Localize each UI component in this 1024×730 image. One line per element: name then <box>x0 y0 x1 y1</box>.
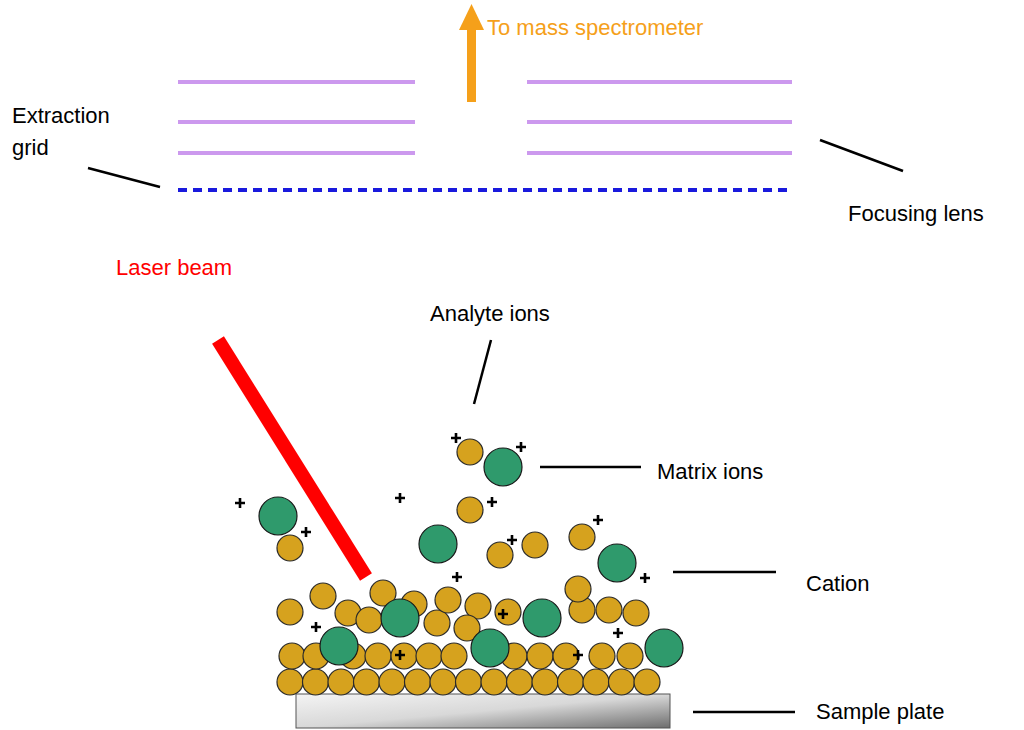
matrix-crystal <box>277 535 303 561</box>
matrix-crystal <box>583 669 609 695</box>
matrix-crystal <box>328 669 354 695</box>
matrix-crystal <box>487 542 513 568</box>
part-label: Sample plate <box>816 696 944 728</box>
matrix-crystal <box>457 439 483 465</box>
beam-label: Laser beam <box>116 252 232 284</box>
matrix-crystal <box>565 576 591 602</box>
charge-sign <box>593 515 603 525</box>
matrix-crystal <box>430 669 456 695</box>
analyte-molecule <box>419 525 457 563</box>
matrix-crystal <box>456 669 482 695</box>
label-holder: Sample plate <box>816 696 944 728</box>
analyte-molecule <box>598 544 636 582</box>
analyte-molecule <box>645 629 683 667</box>
matrix-crystal <box>507 669 533 695</box>
matrix-crystal <box>435 587 461 613</box>
matrix-crystal <box>354 669 380 695</box>
analyte-molecule <box>484 448 522 486</box>
matrix-crystal <box>365 643 391 669</box>
charge-sign <box>311 622 321 632</box>
charge-sign <box>487 497 497 507</box>
matrix-crystal <box>617 643 643 669</box>
charge-sign <box>613 628 623 638</box>
part-label: Cation <box>806 568 870 600</box>
beam-label: To mass spectrometer <box>487 12 703 44</box>
charge-sign <box>395 493 405 503</box>
matrix-crystal <box>495 599 521 625</box>
part-label: Analyte ions <box>430 298 550 330</box>
matrix-crystal <box>589 643 615 669</box>
charge-sign <box>451 433 461 443</box>
label-holder: Focusing lens <box>848 198 984 230</box>
charge-sign <box>235 498 245 508</box>
label-holder: Extraction grid <box>12 100 152 164</box>
charge-sign <box>452 572 462 582</box>
matrix-crystal <box>522 532 548 558</box>
analyte-molecule <box>320 627 358 665</box>
matrix-crystal <box>441 643 467 669</box>
label-holder: To mass spectrometer <box>487 12 703 44</box>
charge-sign <box>301 527 311 537</box>
matrix-crystal <box>569 524 595 550</box>
label-holder: Analyte ions <box>430 298 550 330</box>
leader-lines <box>88 140 903 712</box>
matrix-crystal <box>623 600 649 626</box>
matrix-analyte-crystals <box>259 439 683 695</box>
matrix-crystal <box>303 669 329 695</box>
matrix-crystal <box>527 643 553 669</box>
matrix-crystal <box>634 669 660 695</box>
matrix-crystal <box>279 643 305 669</box>
matrix-crystal <box>596 597 622 623</box>
charge-sign <box>507 535 517 545</box>
matrix-crystal <box>391 643 417 669</box>
charge-sign <box>516 442 526 452</box>
matrix-crystal <box>277 669 303 695</box>
matrix-crystal <box>310 583 336 609</box>
matrix-crystal <box>424 610 450 636</box>
matrix-crystal <box>416 643 442 669</box>
extraction-grid <box>178 188 792 192</box>
label-holder: Laser beam <box>116 252 232 284</box>
matrix-crystal <box>532 669 558 695</box>
sample-plate <box>296 694 670 728</box>
analyte-molecule <box>259 497 297 535</box>
label-holder: Cation <box>806 568 870 600</box>
charge-sign <box>640 573 650 583</box>
matrix-crystal <box>356 607 382 633</box>
matrix-crystal <box>405 669 431 695</box>
charge-sign <box>395 650 405 660</box>
matrix-crystal <box>558 669 584 695</box>
analyte-molecule <box>381 599 419 637</box>
matrix-crystal <box>277 599 303 625</box>
part-label: Focusing lens <box>848 198 984 230</box>
matrix-crystal <box>379 669 405 695</box>
part-label: Extraction grid <box>12 100 152 164</box>
ion-path-arrow <box>459 4 484 102</box>
label-holder: Matrix ions <box>657 456 763 488</box>
matrix-crystal <box>481 669 507 695</box>
analyte-molecule <box>471 629 509 667</box>
analyte-molecule <box>523 599 561 637</box>
charge-signs <box>235 433 650 660</box>
laser-beam <box>218 340 366 577</box>
matrix-crystal <box>457 497 483 523</box>
focusing-lens <box>178 82 792 153</box>
matrix-crystal <box>609 669 635 695</box>
charge-sign <box>498 609 508 619</box>
charge-sign <box>573 650 583 660</box>
part-label: Matrix ions <box>657 456 763 488</box>
